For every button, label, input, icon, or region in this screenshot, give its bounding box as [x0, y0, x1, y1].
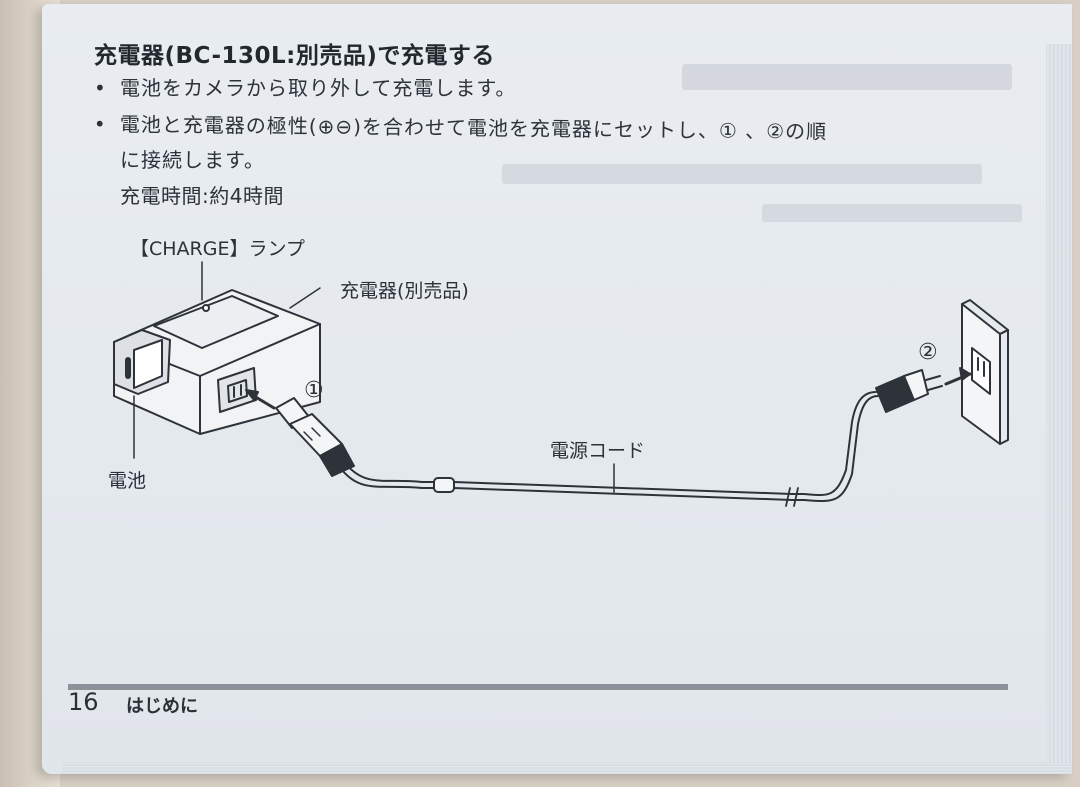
battery-illustration	[113, 329, 171, 395]
bullet-marker: •	[94, 76, 107, 100]
section-title: 充電器(BC-130L:別売品)で充電する	[94, 43, 495, 69]
bullet-text: 電池をカメラから取り外して充電します。	[120, 76, 517, 100]
bullet-text-continuation: に接続します。	[120, 148, 265, 172]
power-cord-label: 電源コード	[550, 440, 646, 462]
footer-section-name: はじめに	[126, 696, 198, 717]
step-1-marker: ①	[304, 378, 324, 403]
bullet-item: • 電池をカメラから取り外して充電します。	[94, 72, 516, 101]
page-stack-edge-right	[1046, 44, 1072, 764]
wall-outlet-illustration	[961, 299, 1009, 445]
charge-time-text: 充電時間:約4時間	[120, 184, 284, 208]
manual-page: 充電器(BC-130L:別売品)で充電する • 電池をカメラから取り外して充電しま…	[42, 4, 1072, 774]
charge-lamp-label: 【CHARGE】ランプ	[130, 238, 305, 260]
page-number: 16	[68, 688, 99, 716]
charging-diagram	[113, 261, 1009, 507]
page-content: 充電器(BC-130L:別売品)で充電する • 電池をカメラから取り外して充電しま…	[94, 28, 1034, 748]
wall-plug-illustration	[875, 369, 943, 413]
page-stack-edge-bottom	[62, 762, 1072, 774]
footer-rule	[68, 684, 1008, 690]
battery-label: 電池	[108, 470, 147, 492]
charger-label: 充電器(別売品)	[340, 280, 469, 302]
step-2-marker: ②	[918, 340, 938, 365]
charger-plug-illustration	[275, 397, 355, 477]
